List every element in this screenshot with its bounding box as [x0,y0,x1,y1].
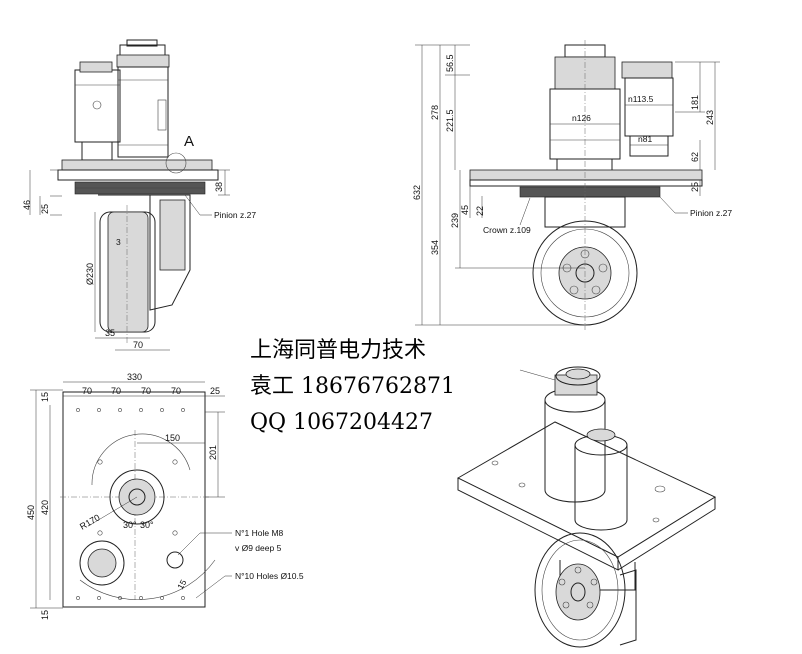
dim-15-top: 15 [40,392,50,402]
dim-239: 239 [450,213,460,228]
dim-420: 420 [40,500,50,515]
dim-30-a: 30° [123,520,137,530]
dim-243: 243 [705,110,715,125]
dim-181: 181 [690,95,700,110]
crown-label: Crown z.109 [483,225,531,235]
dim-70-c: 70 [141,386,151,396]
dim-201: 201 [208,445,218,460]
dim-221-5: 221.5 [445,109,455,132]
dim-r170: R170 [78,512,102,531]
dim-150: 150 [165,433,180,443]
dim-n81: n81 [638,134,652,144]
dim-22: 22 [475,206,485,216]
dim-d230: Ø230 [85,263,95,285]
pinion-label-front: Pinion z.27 [690,208,732,218]
contact-phone: 袁工 18676762871 [250,374,455,399]
dim-62: 62 [690,152,700,162]
company-name: 上海同普电力技术 [250,338,427,363]
dim-n113-5: n113.5 [628,94,654,104]
dim-330: 330 [127,372,142,382]
note-hole-deep: v Ø9 deep 5 [235,543,282,553]
dim-15-bottom: 15 [40,610,50,620]
front-view: 632 278 56.5 221.5 354 239 45 22 181 243… [412,40,732,330]
contact-qq: QQ 1067204427 [250,410,434,435]
dim-25-plan: 25 [210,386,220,396]
dim-25-front: 25 [690,182,700,192]
dim-15-small: 15 [175,578,189,591]
detail-label-a: A [184,133,194,150]
pinion-label-side: Pinion z.27 [214,210,256,220]
side-view: A 46 25 38 Ø230 3 35 70 Pinion z.27 [22,39,256,351]
note-holes-10: N°10 Holes Ø10.5 [235,571,304,581]
dim-278: 278 [430,105,440,120]
dim-46: 46 [22,200,32,210]
dim-632: 632 [412,185,422,200]
dim-70-d: 70 [171,386,181,396]
dim-70-a: 70 [82,386,92,396]
dim-n126: n126 [572,113,591,123]
dim-35: 35 [105,328,115,338]
isometric-view [456,366,717,648]
dim-56-5: 56.5 [445,54,455,72]
dim-3: 3 [116,237,121,247]
dim-450: 450 [26,505,36,520]
note-hole-m8: N°1 Hole M8 [235,528,284,538]
dim-70-b: 70 [111,386,121,396]
dim-38: 38 [214,182,224,192]
dim-30-b: 30° [140,520,154,530]
dim-25: 25 [40,204,50,214]
dim-45: 45 [460,205,470,215]
dim-354: 354 [430,240,440,255]
dim-70-side: 70 [133,340,143,350]
